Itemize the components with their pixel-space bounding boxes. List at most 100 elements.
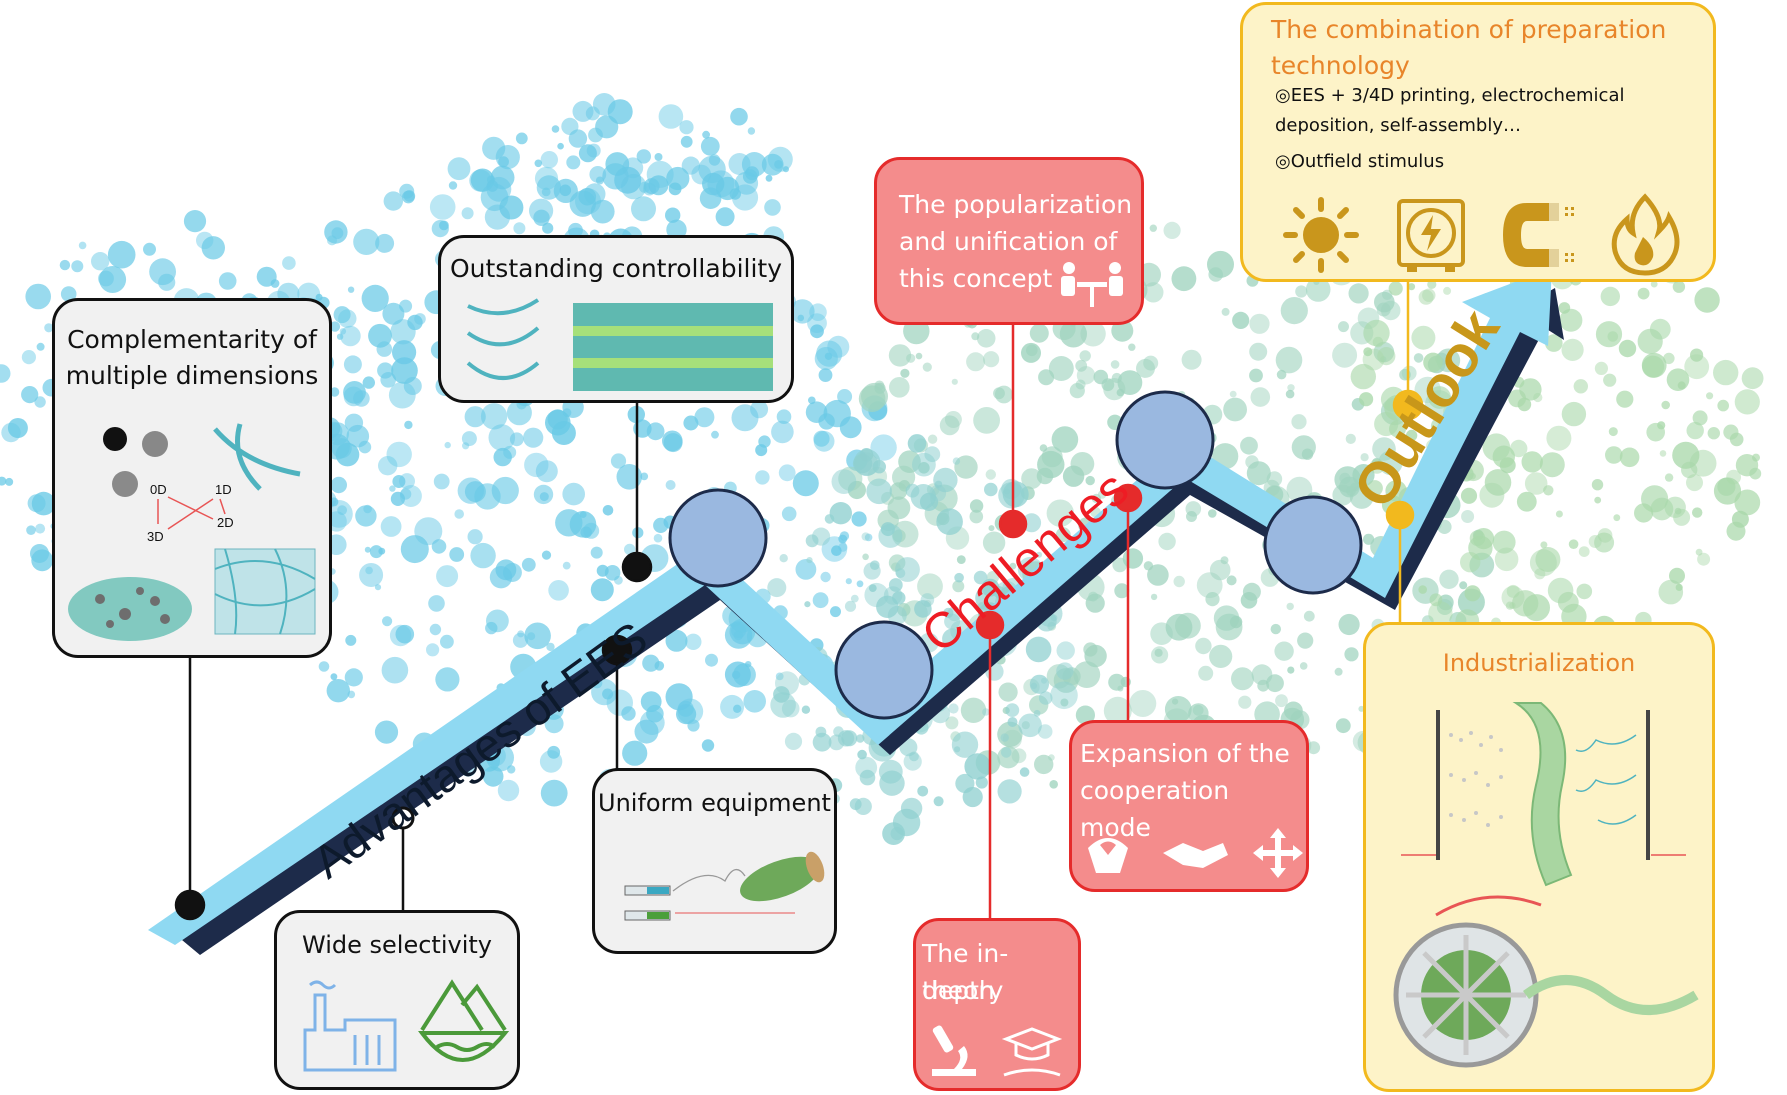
bg-dot: [731, 184, 759, 211]
bg-dot: [887, 496, 911, 520]
controllability-box: Outstanding controllability: [438, 235, 794, 403]
wide-selectivity-box: Wide selectivity: [274, 910, 520, 1090]
bg-dot: [878, 759, 903, 784]
popularization-line1: The popularization: [899, 190, 1133, 219]
bg-dot: [956, 555, 966, 564]
bg-dot: [534, 159, 543, 168]
bg-dot: [429, 623, 442, 636]
bg-dot: [813, 430, 830, 447]
bg-dot: [381, 656, 409, 684]
bg-dot: [1659, 450, 1667, 457]
bg-dot: [665, 683, 693, 711]
expansion-box: Expansion of the cooperation mode: [1069, 720, 1309, 892]
bg-dot: [1646, 422, 1665, 442]
bg-dot: [539, 750, 563, 773]
dimensions-illustration: 0D 1D 2D 3D: [68, 423, 316, 641]
bg-dot: [818, 368, 833, 382]
bg-dot: [515, 132, 528, 145]
bg-dot: [1423, 352, 1443, 373]
bg-dot: [624, 543, 636, 556]
bg-dot: [513, 222, 526, 235]
bg-dot: [966, 352, 986, 372]
bg-dot: [731, 404, 759, 432]
bg-dot: [805, 401, 828, 424]
bg-dot: [1275, 346, 1303, 374]
bg-dot: [1547, 577, 1574, 604]
bg-dot: [1181, 349, 1202, 370]
bg-dot: [433, 473, 450, 490]
bg-dot: [590, 546, 603, 559]
bg-dot: [984, 482, 998, 497]
bg-dot: [820, 571, 831, 583]
bg-dot: [1164, 696, 1192, 723]
bg-dot: [1150, 622, 1173, 645]
bg-dot: [1546, 425, 1572, 451]
bg-dot: [31, 491, 56, 516]
bg-dot: [1335, 718, 1351, 734]
bg-dot: [1464, 585, 1481, 602]
layer-stripe-2: [573, 358, 773, 368]
bg-dot: [1348, 283, 1369, 304]
bg-dot: [1661, 400, 1670, 410]
bg-dot: [680, 135, 693, 148]
bg-dot: [1597, 528, 1613, 543]
bg-dot: [548, 580, 569, 601]
bg-dot: [662, 430, 683, 452]
bg-dot: [1663, 352, 1675, 365]
expansion-line2: cooperation mode: [1080, 776, 1230, 842]
bg-dot: [1345, 433, 1356, 444]
bg-dot: [685, 633, 702, 650]
bg-dot: [679, 120, 694, 135]
bg-dot: [850, 594, 859, 603]
bg-dot: [829, 502, 852, 525]
bg-dot: [1250, 387, 1271, 407]
bg-dot: [1274, 641, 1294, 661]
bg-dot: [1484, 469, 1512, 496]
three-d-composite: [68, 577, 192, 641]
bg-dot: [1459, 581, 1468, 590]
bg-dot: [1616, 390, 1634, 408]
bg-dot: [1297, 632, 1314, 649]
bg-dot: [1605, 446, 1623, 464]
bg-dot: [715, 207, 735, 227]
bg-dot: [831, 545, 842, 556]
bg-dot: [1143, 282, 1164, 303]
bg-dot: [851, 511, 867, 527]
bg-dot: [392, 475, 406, 488]
bg-dot: [347, 286, 355, 293]
bg-dot: [936, 508, 963, 535]
bg-dot: [201, 236, 225, 260]
bg-dot: [849, 798, 862, 811]
bg-dot: [497, 779, 520, 802]
bg-dot: [1257, 679, 1270, 692]
bg-dot: [1238, 695, 1252, 709]
bg-dot: [1051, 426, 1079, 453]
bg-dot: [1658, 579, 1684, 605]
bg-dot: [781, 506, 797, 522]
bg-dot: [960, 697, 987, 723]
bg-dot: [1223, 397, 1247, 422]
bg-dot: [462, 442, 470, 450]
bg-dot: [495, 145, 520, 170]
bg-dot: [1545, 334, 1563, 352]
bg-dot: [1185, 501, 1202, 517]
bg-dot: [1033, 709, 1041, 717]
industrial-process-illustration: [1393, 702, 1699, 1068]
bg-dot: [922, 362, 932, 372]
bg-dot: [561, 117, 579, 135]
bg-dot: [1198, 665, 1214, 681]
bg-dot: [1147, 564, 1169, 586]
bg-dot: [1469, 472, 1476, 480]
connector-dot-selectivity: [391, 806, 415, 830]
bg-dot: [44, 323, 54, 333]
bg-dot: [540, 151, 558, 169]
bg-dot: [1461, 510, 1475, 523]
bg-dot: [888, 344, 912, 367]
bg-dot: [1079, 350, 1091, 362]
bg-dot: [368, 323, 392, 348]
bg-dot: [1056, 641, 1075, 660]
bg-dot: [1561, 338, 1584, 361]
cooperation-icons: [1088, 828, 1303, 878]
bg-dot: [377, 362, 394, 379]
bg-dot: [1713, 477, 1742, 505]
